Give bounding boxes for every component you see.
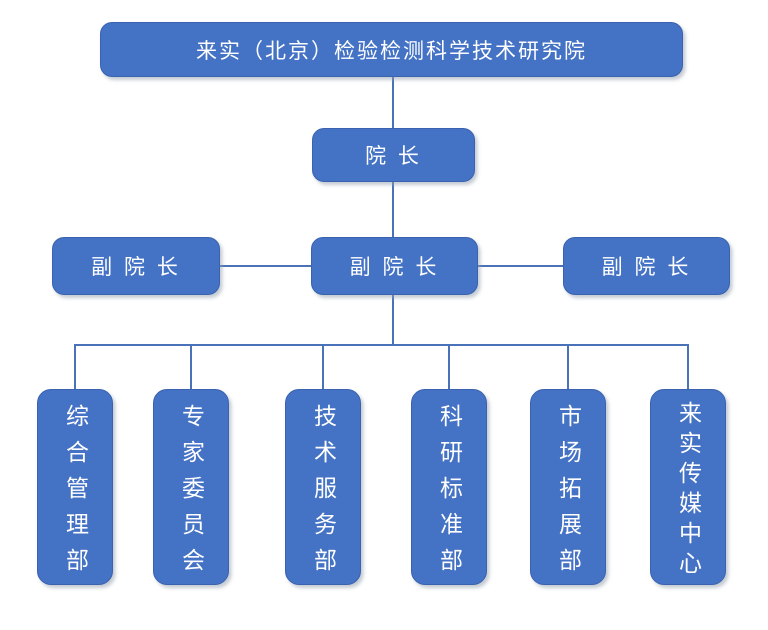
connector-root-president [392, 77, 394, 128]
node-institute-label: 来实（北京）检验检测科学技术研究院 [196, 39, 587, 63]
node-vice-president-center-label: 副 院 长 [349, 256, 440, 279]
node-dept-media-center: 来实传媒中心 [650, 389, 726, 585]
node-institute: 来实（北京）检验检测科学技术研究院 [100, 22, 683, 77]
connector-drop-5 [567, 344, 569, 389]
node-dept-market-expansion: 市场拓展部 [530, 389, 606, 585]
connector-drop-2 [190, 344, 192, 389]
node-dept-general-management: 综合管理部 [37, 389, 113, 585]
node-vice-president-right-label: 副 院 长 [601, 256, 692, 279]
node-president: 院 长 [312, 128, 475, 182]
node-vice-president-center: 副 院 长 [311, 237, 478, 295]
connector-drop-6 [687, 344, 689, 389]
node-dept-technical-service: 技术服务部 [285, 389, 361, 585]
node-vice-president-left-label: 副 院 长 [91, 256, 181, 279]
connector-bus [74, 344, 688, 346]
node-dept-general-management-label: 综合管理部 [62, 403, 89, 584]
node-dept-research-standards: 科研标准部 [411, 389, 487, 585]
node-dept-technical-service-label: 技术服务部 [310, 403, 337, 584]
node-dept-expert-committee-label: 专家委员会 [178, 403, 205, 584]
connector-drop-3 [322, 344, 324, 389]
node-dept-research-standards-label: 科研标准部 [436, 403, 463, 584]
connector-vp-left [220, 265, 312, 267]
connector-drop-4 [448, 344, 450, 389]
connector-president-vp [392, 182, 394, 237]
connector-vp-bus [392, 295, 394, 345]
node-dept-expert-committee: 专家委员会 [153, 389, 229, 585]
connector-drop-1 [74, 344, 76, 389]
node-vice-president-right: 副 院 长 [563, 237, 730, 295]
node-vice-president-left: 副 院 长 [52, 237, 220, 295]
node-dept-media-center-label: 来实传媒中心 [675, 400, 702, 581]
node-president-label: 院 长 [365, 145, 422, 168]
node-dept-market-expansion-label: 市场拓展部 [555, 403, 582, 584]
connector-vp-right [478, 265, 563, 267]
